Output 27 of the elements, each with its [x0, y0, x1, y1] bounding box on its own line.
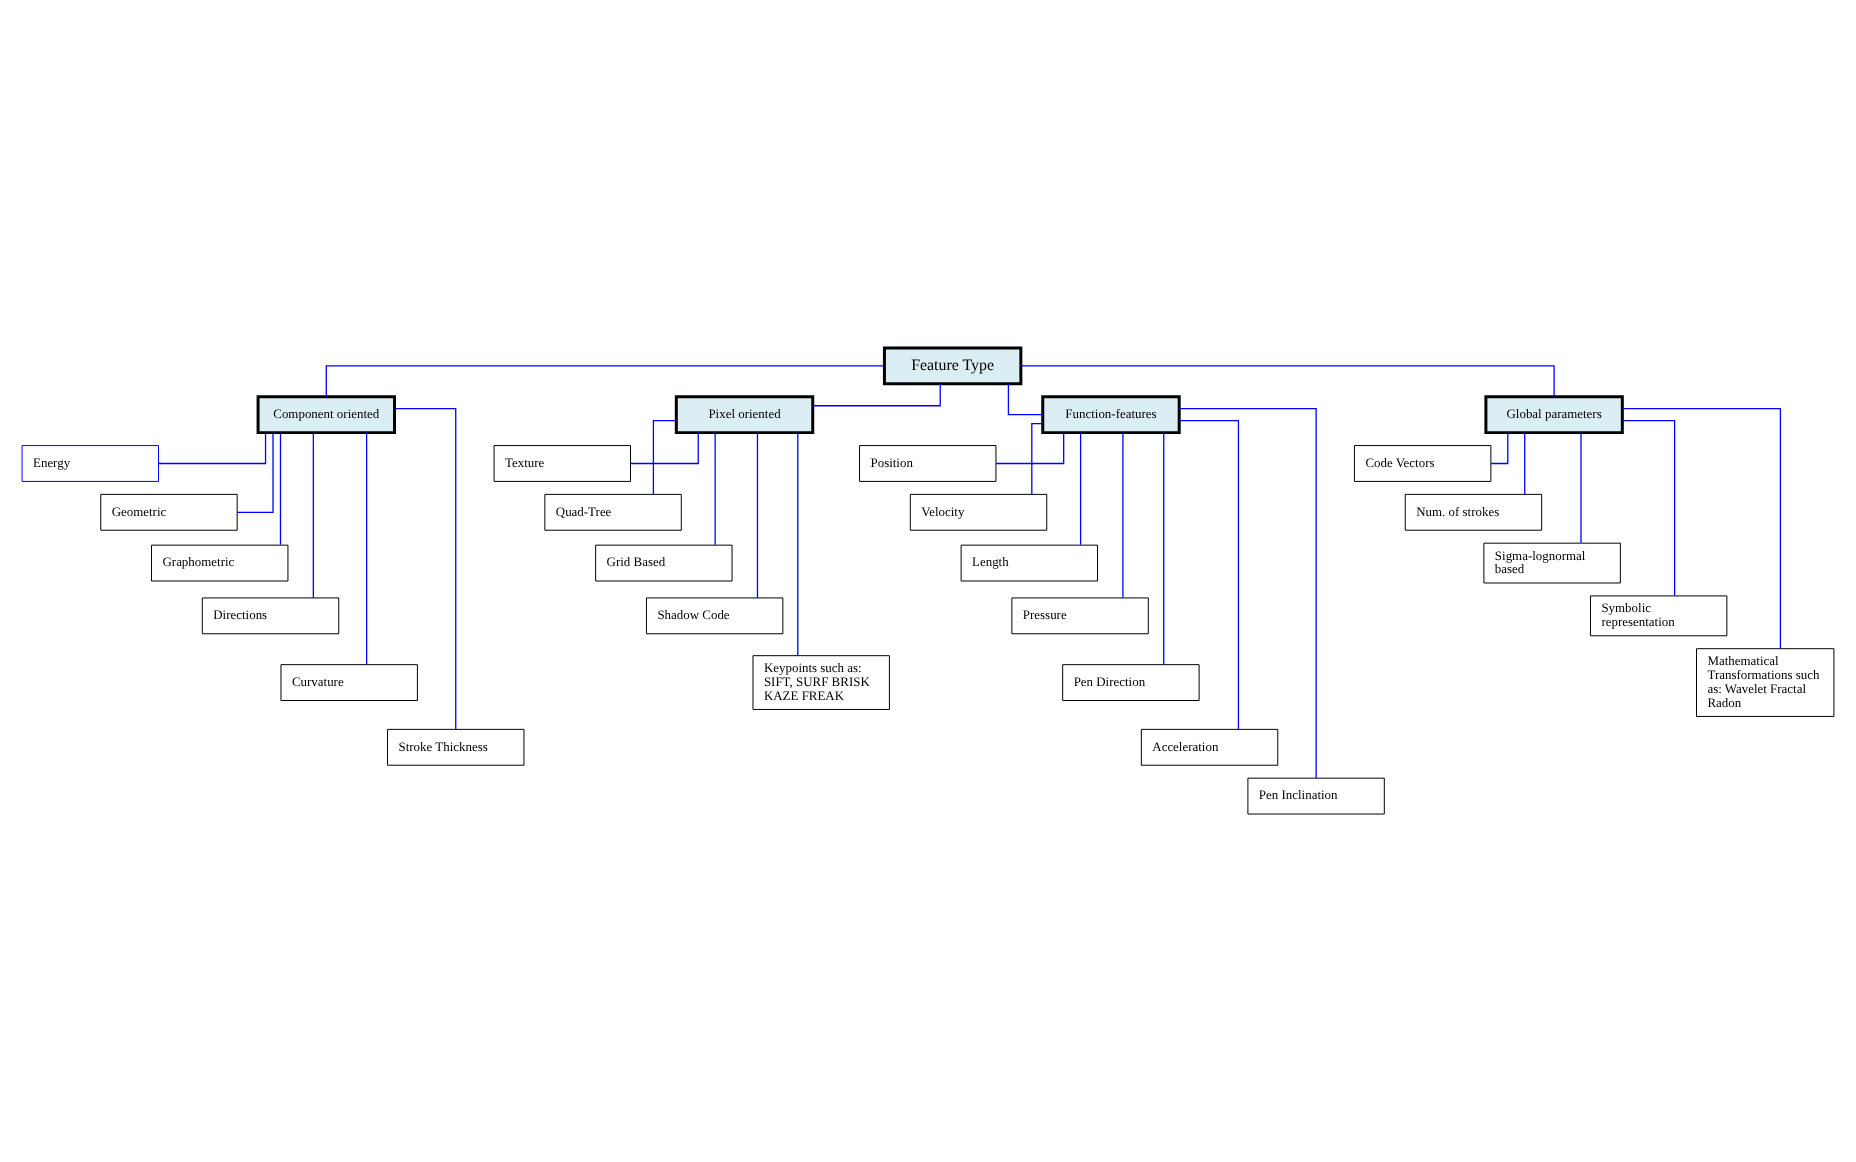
connector: [714, 432, 716, 546]
connector: [1178, 420, 1240, 730]
connector: [157, 432, 267, 465]
connector: [1524, 432, 1526, 495]
connector: [1621, 420, 1676, 597]
connector: [1163, 432, 1165, 665]
connector: [312, 432, 314, 599]
connector: [1621, 408, 1782, 650]
node-box: Feature Type: [882, 346, 1023, 386]
connector: [1007, 383, 1044, 416]
connector: [1079, 432, 1082, 546]
connector: [797, 432, 799, 657]
connector: [1580, 432, 1582, 544]
connector: [1020, 365, 1555, 398]
connector: [1490, 432, 1509, 465]
connector: [652, 420, 677, 495]
connector: [1178, 408, 1317, 779]
connector: [756, 432, 759, 599]
connector: [325, 365, 886, 398]
connector: [279, 432, 282, 546]
connector: [1122, 432, 1124, 599]
connector: [236, 432, 274, 513]
connector: [630, 432, 699, 465]
connector: [1031, 423, 1044, 495]
connector: [394, 408, 457, 730]
connector: [365, 432, 368, 665]
connector: [995, 432, 1065, 465]
